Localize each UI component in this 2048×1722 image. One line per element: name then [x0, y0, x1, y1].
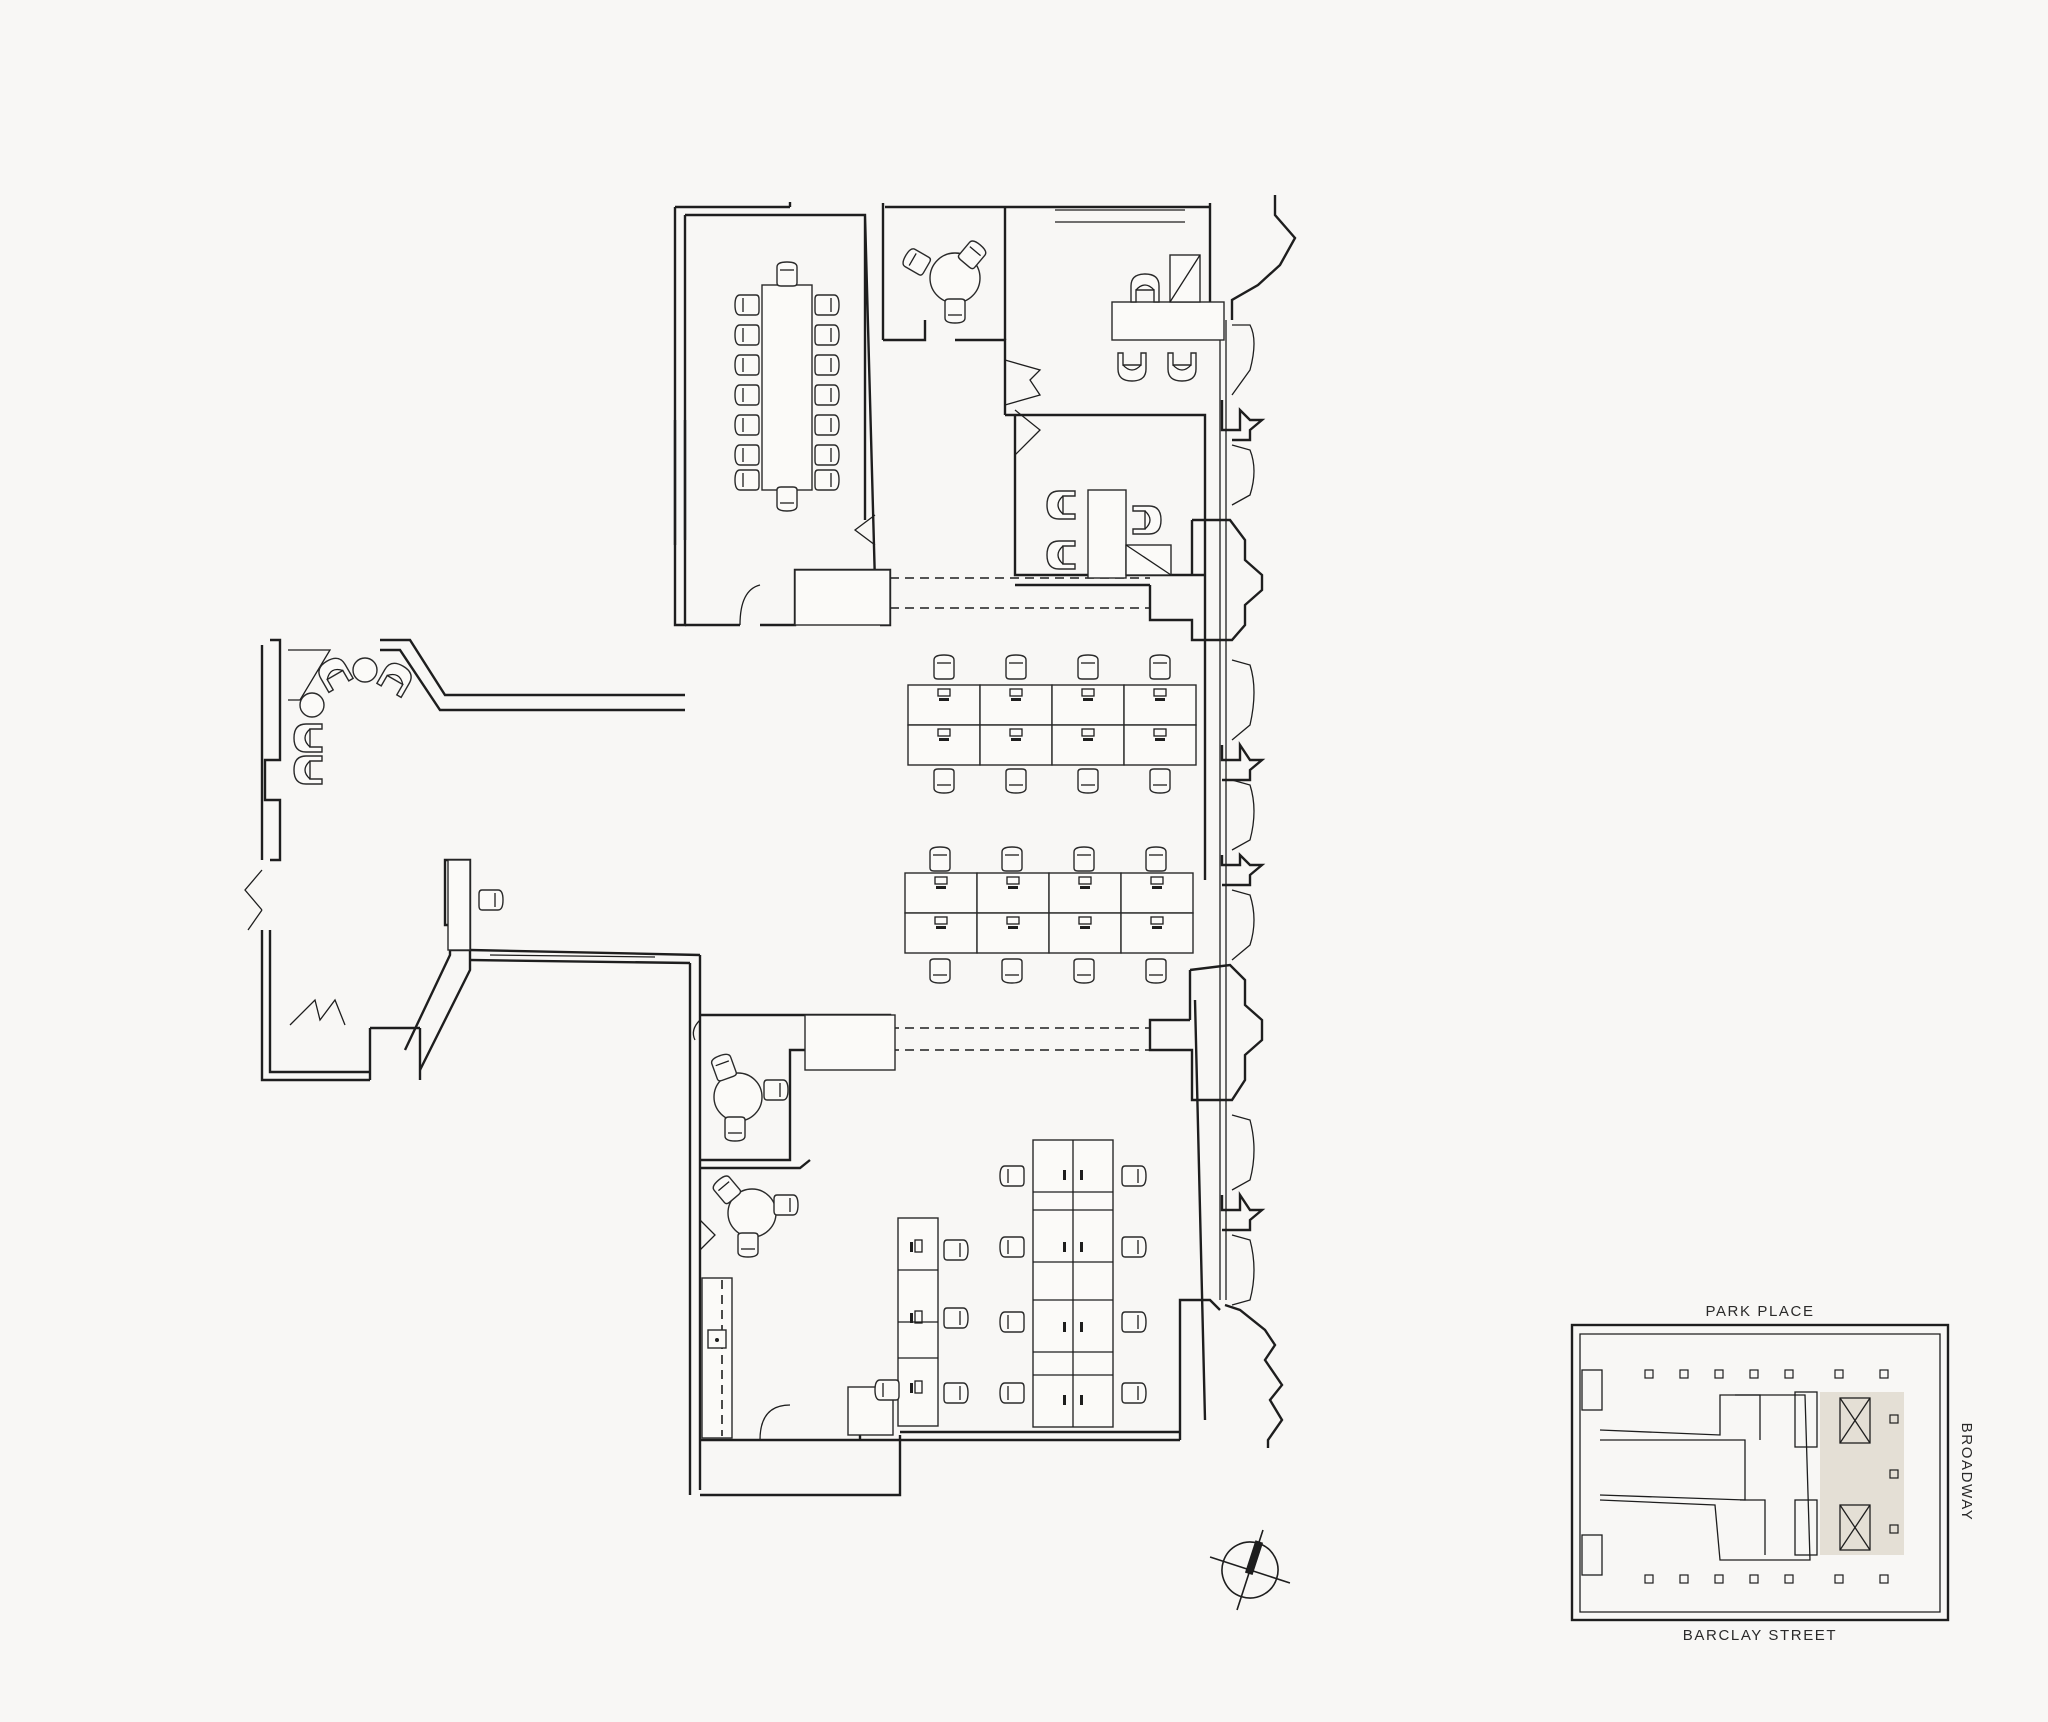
- street-label-north: PARK PLACE: [1705, 1303, 1814, 1320]
- facade: [1148, 195, 1297, 1448]
- kitchenette: [701, 1277, 733, 1439]
- private-office-2: [1046, 489, 1172, 579]
- workstation-column-1: [874, 1217, 969, 1427]
- lobby-seating: [288, 649, 416, 785]
- round-table-top: [900, 237, 989, 324]
- private-office-1: [1111, 254, 1225, 382]
- doors: [244, 359, 1042, 1441]
- cabinet: [847, 1386, 894, 1436]
- conference-chairs-left: [734, 294, 760, 491]
- round-table-bottom-1: [709, 1051, 789, 1142]
- street-label-south: BARCLAY STREET: [1683, 1627, 1837, 1644]
- reception-desk: [447, 859, 504, 951]
- workstation-cluster-1: [907, 654, 1197, 794]
- key-plan-highlight: [1820, 1392, 1904, 1555]
- conference-table: [734, 261, 840, 512]
- storage-unit-top: [794, 569, 891, 626]
- building-walls: [260, 202, 1227, 1497]
- key-plan: PARK PLACE BARCLAY STREET BROADWAY: [1570, 1303, 1975, 1644]
- workstation-column-2: [999, 1139, 1147, 1428]
- north-arrow-icon: [1209, 1529, 1291, 1611]
- conference-chairs-right: [814, 294, 840, 491]
- round-table-bottom-2: [710, 1172, 799, 1258]
- storage-unit-bottom: [804, 1014, 896, 1071]
- workstation-cluster-2: [904, 846, 1194, 984]
- street-label-east: BROADWAY: [1958, 1423, 1975, 1522]
